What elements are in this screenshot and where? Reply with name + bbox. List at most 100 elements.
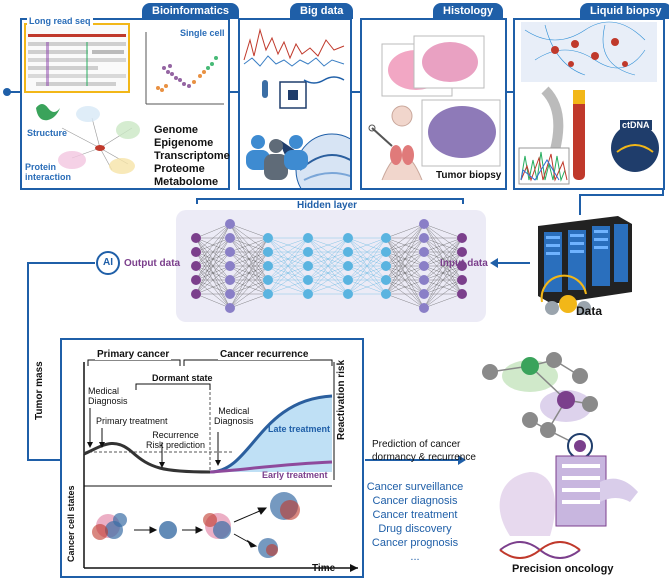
- network-node: [303, 261, 313, 271]
- network-node: [191, 275, 201, 285]
- big-data-graphic: [243, 28, 350, 188]
- omics-metabolome: Metabolome: [154, 176, 219, 188]
- network-node: [381, 233, 391, 243]
- recurrence-risk-label: Recurrence Risk prediction: [146, 430, 206, 450]
- network-node: [419, 289, 429, 299]
- omics-proteome: Proteome: [154, 163, 205, 175]
- output-data-label: Output data: [124, 258, 181, 269]
- primary-cancer-label: Primary cancer: [95, 349, 172, 360]
- network-node: [457, 261, 467, 271]
- cell-cluster-graphic: [92, 492, 300, 558]
- histology-graphic: [368, 35, 501, 181]
- network-node: [225, 261, 235, 271]
- outcome-treatment: Cancer treatment: [372, 509, 458, 521]
- outcome-more: ...: [410, 551, 420, 563]
- dormancy-timeline-chart: [83, 359, 358, 572]
- network-node: [191, 233, 201, 243]
- neural-network: [191, 219, 467, 313]
- long-read-label: Long read seq: [27, 16, 93, 26]
- tumor-mass-label: Tumor mass: [34, 361, 45, 420]
- tumor-biopsy-label: Tumor biopsy: [436, 170, 502, 181]
- network-node: [457, 233, 467, 243]
- network-node: [419, 303, 429, 313]
- network-node: [303, 289, 313, 299]
- liquid-biopsy-graphic: [518, 21, 659, 185]
- network-node: [191, 247, 201, 257]
- network-node: [191, 261, 201, 271]
- server-racks-graphic: [538, 216, 632, 315]
- network-node: [263, 289, 273, 299]
- network-node: [457, 247, 467, 257]
- time-label: Time: [312, 563, 336, 574]
- network-node: [225, 219, 235, 229]
- hidden-layer-bracket: [196, 198, 464, 204]
- network-node: [419, 233, 429, 243]
- omics-list: Genome Epigenome Transcriptome Proteome …: [154, 124, 230, 189]
- medical-diagnosis-2-label: Medical Diagnosis: [214, 406, 254, 426]
- network-node: [225, 247, 235, 257]
- protein-interaction-text: Protein interaction: [25, 162, 72, 182]
- network-node: [263, 247, 273, 257]
- network-node: [303, 233, 313, 243]
- network-node: [263, 261, 273, 271]
- outcomes-list: Cancer surveillance Cancer diagnosis Can…: [362, 480, 468, 564]
- network-node: [343, 289, 353, 299]
- network-node: [303, 247, 313, 257]
- network-node: [263, 233, 273, 243]
- long-read-tracks: [28, 34, 126, 86]
- dormant-state-label: Dormant state: [150, 373, 215, 383]
- network-node: [381, 261, 391, 271]
- network-node: [225, 303, 235, 313]
- liquid-biopsy-tab: Liquid biopsy: [580, 3, 669, 19]
- network-node: [343, 275, 353, 285]
- hidden-layer-label: Hidden layer: [294, 200, 361, 211]
- early-treatment-label: Early treatment: [262, 470, 328, 480]
- primary-treatment-label: Primary treatment: [96, 416, 168, 426]
- network-node: [225, 275, 235, 285]
- network-node: [381, 247, 391, 257]
- network-node: [263, 275, 273, 285]
- ai-badge-text: AI: [103, 257, 113, 268]
- cancer-cell-states-label: Cancer cell states: [66, 485, 76, 562]
- structure-label: Structure: [27, 128, 68, 138]
- prediction-label: Prediction of cancer dormancy & recurren…: [372, 439, 476, 463]
- omics-genome: Genome: [154, 124, 199, 136]
- histology-tab: Histology: [433, 3, 504, 19]
- late-treatment-label: Late treatment: [268, 424, 331, 434]
- data-label: Data: [576, 304, 603, 318]
- outcome-diagnosis: Cancer diagnosis: [372, 495, 458, 507]
- omics-epigenome: Epigenome: [154, 137, 214, 149]
- ctdna-label: ctDNA: [620, 120, 652, 130]
- medical-diagnosis-1-label: Medical Diagnosis: [88, 386, 128, 406]
- single-cell-label: Single cell: [180, 28, 225, 38]
- single-cell-scatter: [145, 32, 224, 105]
- network-node: [303, 275, 313, 285]
- network-node: [457, 275, 467, 285]
- network-node: [419, 219, 429, 229]
- cancer-recurrence-label: Cancer recurrence: [218, 349, 311, 360]
- network-node: [225, 289, 235, 299]
- input-data-label: Input data: [440, 258, 488, 269]
- structure-network-graphic: [36, 104, 140, 174]
- network-node: [419, 247, 429, 257]
- network-node: [225, 233, 235, 243]
- network-node: [343, 247, 353, 257]
- bioinformatics-tab: Bioinformatics: [142, 3, 240, 19]
- ai-badge: AI: [96, 251, 120, 275]
- network-node: [419, 275, 429, 285]
- network-node: [419, 261, 429, 271]
- big-data-tab: Big data: [290, 3, 354, 19]
- network-node: [381, 289, 391, 299]
- reactivation-risk-label: Reactivation risk: [336, 359, 347, 440]
- network-node: [191, 289, 201, 299]
- precision-oncology-graphic: [482, 352, 638, 559]
- network-node: [381, 275, 391, 285]
- outcome-prognosis: Cancer prognosis: [371, 537, 459, 549]
- outcome-surveillance: Cancer surveillance: [366, 481, 464, 493]
- network-node: [343, 261, 353, 271]
- precision-oncology-label: Precision oncology: [512, 563, 614, 575]
- omics-transcriptome: Transcriptome: [154, 150, 230, 162]
- outcome-drug-discovery: Drug discovery: [378, 523, 452, 535]
- network-node: [343, 233, 353, 243]
- network-node: [457, 289, 467, 299]
